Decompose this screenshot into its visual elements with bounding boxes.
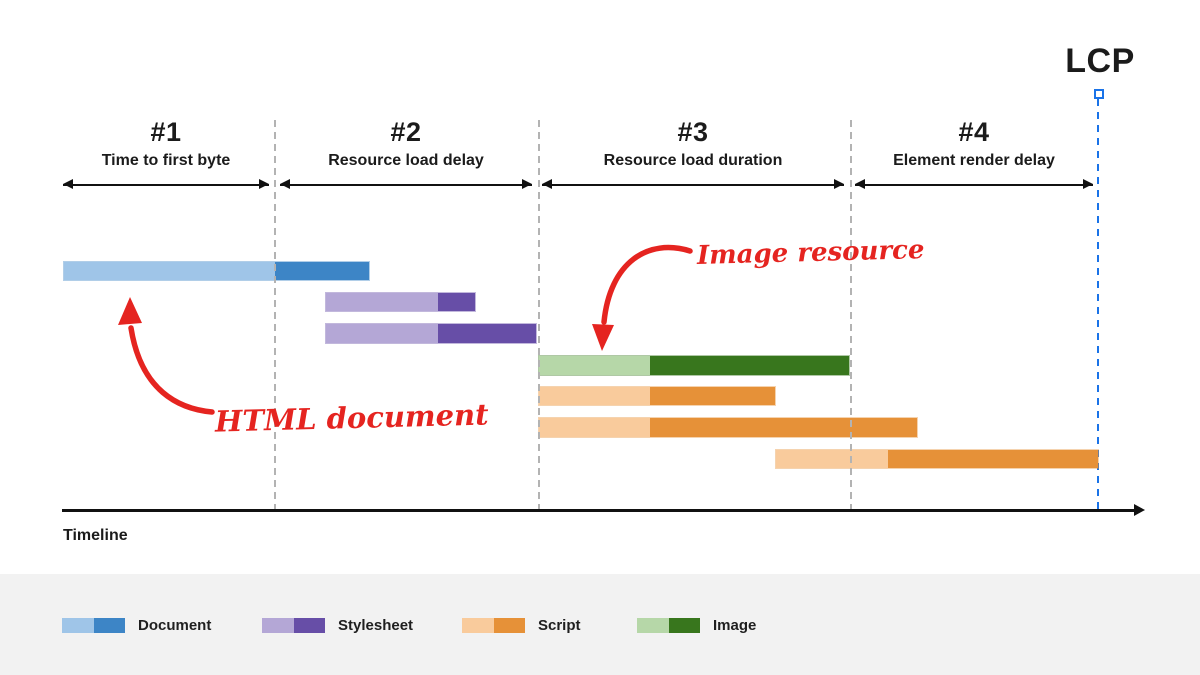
bar-segment-dark <box>438 324 536 343</box>
bar-segment-dark <box>650 387 775 405</box>
phase-3-load-duration: #3 Resource load duration <box>542 116 844 191</box>
phase-2-load-delay: #2 Resource load delay <box>280 116 532 191</box>
bar-segment-light <box>64 262 275 280</box>
phase-label: Time to first byte <box>101 152 231 169</box>
bar-segment-dark <box>438 293 475 311</box>
bar-script <box>775 449 1099 469</box>
phase-number: #4 <box>958 117 990 147</box>
phase-number: #2 <box>390 117 422 147</box>
stylesheet-swatch-icon <box>262 618 325 633</box>
double-arrow-icon <box>63 178 269 191</box>
bar-segment-light <box>326 293 438 311</box>
bar-stylesheet <box>325 292 476 312</box>
legend-label: Stylesheet <box>338 617 414 634</box>
double-arrow-icon <box>542 178 844 191</box>
bar-document <box>63 261 370 281</box>
legend-label: Document <box>138 617 212 634</box>
lcp-marker-square <box>1094 89 1104 99</box>
bar-segment-dark <box>275 262 369 280</box>
bar-script <box>538 386 776 406</box>
legend: Document Stylesheet Script Image <box>0 574 1200 675</box>
bar-segment-dark <box>650 356 849 375</box>
bar-segment-light <box>539 356 650 375</box>
phase-1-ttfb: #1 Time to first byte <box>63 116 269 191</box>
document-swatch-icon <box>62 618 125 633</box>
phase-number: #1 <box>150 117 182 147</box>
bar-segment-light <box>539 418 650 437</box>
legend-item-image: Image <box>637 617 756 634</box>
script-swatch-icon <box>462 618 525 633</box>
phase-4-render-delay: #4 Element render delay <box>855 116 1093 191</box>
phase-separator-dashed-line <box>274 120 276 510</box>
timeline-axis-arrow <box>62 504 1145 516</box>
timeline-axis-label: Timeline <box>63 527 128 544</box>
double-arrow-icon <box>280 178 532 191</box>
bar-stylesheet <box>325 323 537 344</box>
phase-label: Resource load delay <box>328 152 484 169</box>
legend-item-script: Script <box>462 617 581 634</box>
bar-script <box>538 417 918 438</box>
bar-segment-dark <box>650 418 917 437</box>
legend-item-document: Document <box>62 617 211 634</box>
image-resource-arrow-icon <box>592 244 693 351</box>
lcp-title: LCP <box>1065 42 1135 80</box>
legend-item-stylesheet: Stylesheet <box>262 617 413 634</box>
legend-label: Script <box>538 617 581 634</box>
html-document-arrow-icon <box>118 297 215 415</box>
phase-separator-dashed-line <box>850 120 852 510</box>
phase-label: Element render delay <box>893 152 1055 169</box>
image-swatch-icon <box>637 618 700 633</box>
phase-number: #3 <box>677 117 709 147</box>
phase-separator-dashed-line <box>538 120 540 510</box>
bar-segment-light <box>539 387 650 405</box>
lcp-dashed-line <box>1097 99 1100 511</box>
bar-image <box>538 355 850 376</box>
bar-segment-light <box>326 324 438 343</box>
double-arrow-icon <box>855 178 1093 191</box>
bar-segment-dark <box>888 450 1098 468</box>
bar-segment-light <box>776 450 888 468</box>
html-document-annotation: HTML document <box>214 397 489 439</box>
image-resource-annotation: Image resource <box>696 235 925 271</box>
legend-label: Image <box>713 617 757 634</box>
phase-label: Resource load duration <box>603 152 783 169</box>
